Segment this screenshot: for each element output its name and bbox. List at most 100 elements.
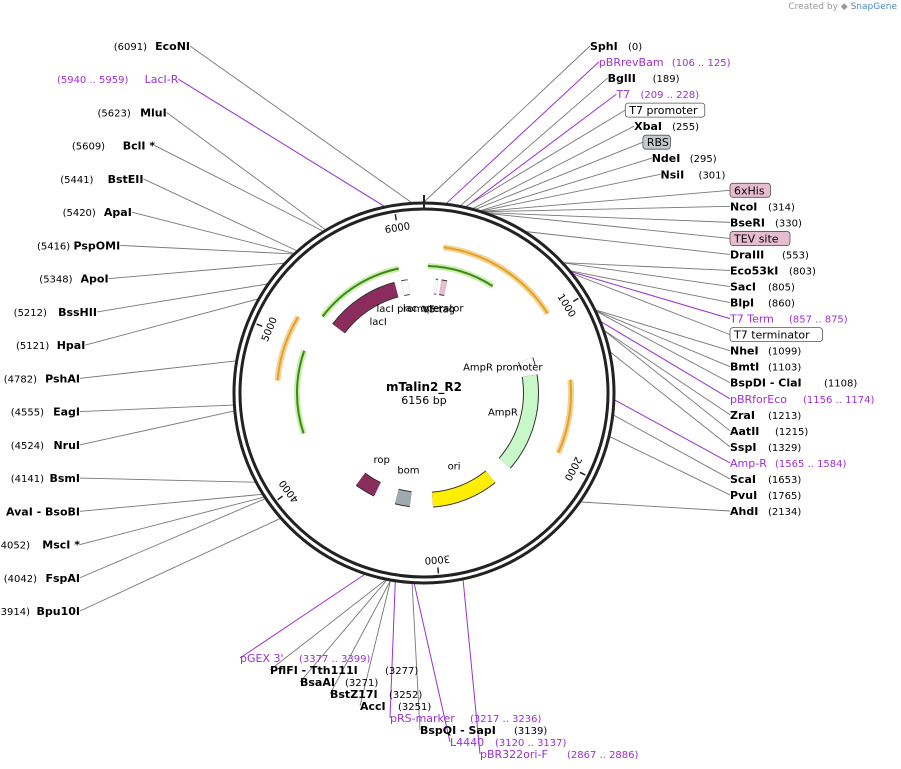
site-name: BsaAI: [300, 676, 335, 689]
feature-tag-box: [642, 134, 671, 150]
site-leader-line: [79, 498, 266, 579]
site-position: (1653): [768, 475, 801, 486]
site-name: pBRforEco: [730, 393, 787, 406]
feature-tag: RBS: [642, 134, 671, 150]
site-name: AhdI: [730, 505, 758, 518]
site-position: (2134): [768, 507, 801, 518]
site-name: NsiI: [661, 168, 685, 181]
site-name: BmtI: [730, 361, 759, 374]
site-leader-line: [79, 496, 265, 545]
site-leader-line: [79, 518, 281, 612]
site-leader-line: [85, 298, 258, 346]
feature-arrow: [499, 374, 538, 468]
site-label: EcoNI(6091): [114, 40, 190, 53]
site-position: (4052): [0, 541, 30, 552]
site-position: (314): [768, 202, 795, 213]
site-name: PflFI - Tth111I: [270, 664, 358, 677]
feature-tag-label: T7 terminator: [733, 329, 810, 342]
site-leader-line: [411, 583, 421, 731]
site-name: SspI: [730, 441, 756, 454]
site-name: LacI-R: [145, 73, 179, 86]
feature-tag-box: [729, 182, 771, 198]
orf-arc-halo: [274, 315, 301, 381]
primer-leader-line: [413, 583, 451, 743]
site-position: (301): [699, 170, 726, 181]
site-position: (5420): [63, 208, 96, 219]
site-position: (4042): [4, 574, 37, 585]
site-leader-line: [79, 404, 234, 413]
site-leader-line: [465, 109, 626, 207]
site-position: (4782): [4, 374, 37, 385]
site-label: FspAI(4042): [4, 572, 80, 585]
site-label: NruI(4524): [11, 439, 80, 452]
site-leader-line: [613, 414, 731, 480]
site-leader-line: [487, 212, 731, 223]
site-position: (1765): [768, 491, 801, 502]
site-position: (5212): [14, 308, 47, 319]
feature-arrow: [431, 471, 495, 507]
site-label: SspI(1329): [730, 441, 801, 454]
backbone-inner-ring: [238, 207, 610, 579]
site-label: ApoI(5348): [39, 273, 108, 286]
site-name: AvaI - BsoBI: [6, 505, 80, 518]
site-leader-line: [526, 231, 731, 255]
site-leader-line: [573, 273, 731, 336]
site-label: NcoI(314): [730, 200, 795, 213]
primer-leader-line: [178, 78, 385, 207]
primer-label: T7 Term(857 .. 875): [729, 313, 848, 326]
site-leader-line: [423, 45, 591, 203]
site-position: (5441): [60, 175, 93, 186]
site-leader-line: [604, 330, 731, 416]
site-name: SacI: [730, 281, 756, 294]
site-leader-line: [484, 205, 731, 213]
site-position: (4141): [11, 474, 44, 485]
site-label: DraIII(553): [730, 248, 809, 261]
feature-label: V5 tag: [422, 304, 455, 315]
primer-label: L4440(3120 .. 3137): [450, 736, 567, 749]
feature-tag-box: [729, 327, 823, 343]
site-position: (1156 .. 1174): [803, 395, 875, 406]
orf-arc: [276, 316, 300, 381]
site-label: MluI(5623): [97, 106, 166, 119]
feature-tag-label: 6xHis: [734, 184, 765, 197]
site-label: BsmI(4141): [11, 472, 80, 485]
primer-leader-line: [446, 61, 600, 204]
site-leader-line: [580, 501, 731, 512]
orf-arc-halo: [496, 263, 551, 316]
primer-leader-line: [600, 321, 731, 400]
site-label: PshAI(4782): [4, 372, 80, 385]
site-label: XbaI(255): [634, 120, 699, 133]
site-position: (805): [768, 283, 795, 294]
site-label: AvaI - BsoBI(4069): [6, 505, 80, 518]
site-position: (1108): [824, 379, 857, 390]
site-position: (3252): [389, 690, 422, 701]
site-name: MscI *: [42, 539, 80, 552]
site-label: BsaAI(3271): [300, 676, 378, 689]
feature-tag: 6xHis: [729, 182, 771, 198]
site-leader-line: [154, 145, 324, 232]
site-label: ApaI(5420): [63, 206, 132, 219]
site-position: (553): [782, 250, 809, 261]
scale-tick-label: 2000: [562, 455, 583, 483]
site-leader-line: [79, 360, 236, 379]
primer-label: pGEX 3'(3377 .. 3399): [240, 652, 371, 665]
site-name: BseRI: [730, 216, 765, 229]
primer-label: LacI-R(5940 .. 5959): [57, 73, 179, 86]
site-name: EagI: [53, 406, 80, 419]
feature-tag: TEV site: [729, 231, 791, 246]
site-leader-line: [143, 178, 297, 252]
site-name: ZraI: [730, 409, 755, 422]
site-label: ScaI(1653): [730, 473, 801, 486]
site-label: NsiI (301): [661, 168, 726, 181]
site-labels: SphI(0)pBRrevBam(106 .. 125)BglII(189)T7…: [0, 40, 875, 761]
feature-label: AmpR: [488, 407, 518, 418]
site-leader-line: [329, 580, 391, 695]
site-name: AccI: [360, 700, 386, 713]
site-leader-line: [79, 477, 256, 483]
site-leader-line: [189, 45, 412, 203]
site-name: BstZ17I: [330, 688, 378, 701]
site-position: (2867 .. 2886): [567, 750, 639, 761]
primer-leader-line: [465, 93, 617, 208]
site-leader-line: [299, 580, 387, 683]
